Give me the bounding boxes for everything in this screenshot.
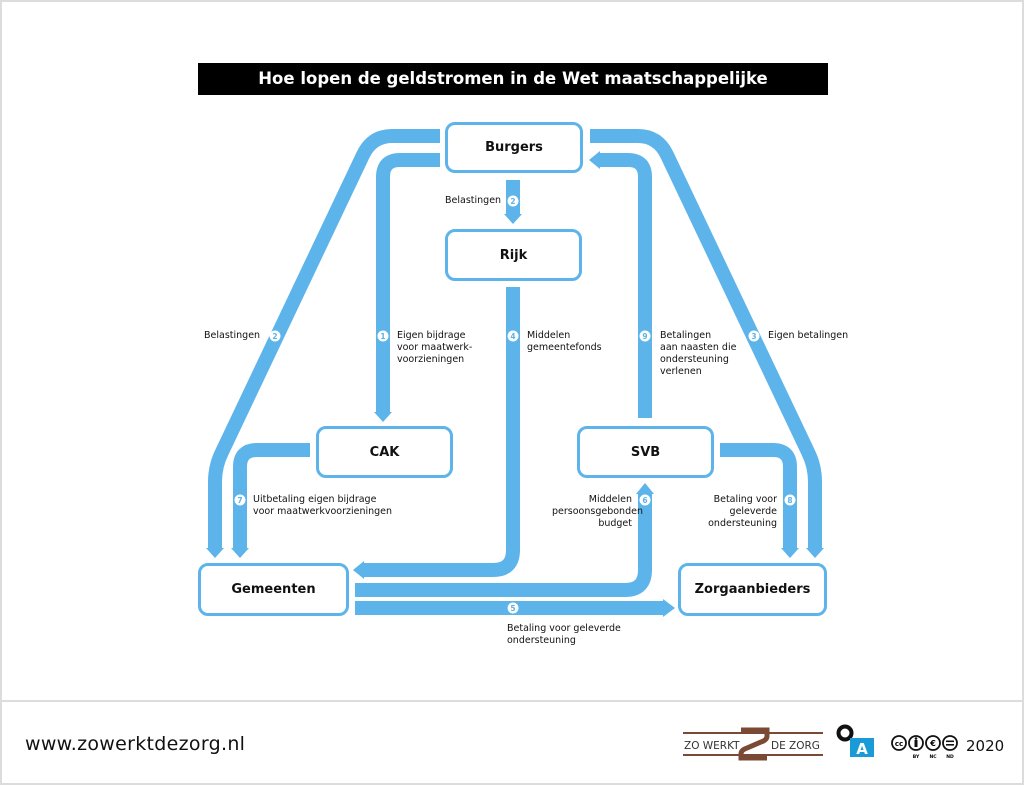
diagram-title: Hoe lopen de geldstromen in de Wet maats…	[198, 63, 828, 120]
badge-circle	[639, 494, 651, 506]
flow-1-burgers-cak	[376, 153, 440, 412]
flow-4-rijk-gemeenten	[364, 287, 520, 577]
cc-icon	[891, 735, 907, 751]
website-link[interactable]: www.zowerktdezorg.nl	[25, 733, 246, 755]
flow-6-gemeenten-svb	[355, 494, 652, 597]
node-rijk: Rijk	[445, 229, 582, 281]
arrowhead	[206, 548, 224, 558]
flow-9-svb-burgers	[600, 153, 652, 418]
arrowhead	[663, 599, 675, 617]
arrowhead	[781, 548, 799, 558]
nc-icon	[925, 735, 941, 751]
label-line: verlenen	[660, 366, 702, 377]
oa-logo: A	[836, 724, 874, 758]
label-line: Eigen bijdrage	[397, 330, 466, 341]
footer-divider	[2, 700, 1022, 702]
label-line: budget	[598, 518, 632, 529]
badge-number: 7	[237, 496, 242, 505]
badge-circle	[748, 330, 760, 342]
badge-number: 2	[510, 197, 515, 206]
label-line: persoonsgebonden	[552, 506, 643, 517]
node-zorgaanbieders: Zorgaanbieders	[678, 563, 827, 616]
label-line: ondersteuning	[507, 635, 576, 646]
cc-nd-label: ND	[946, 754, 954, 760]
label-line: Betalingen	[660, 330, 712, 341]
arrowhead	[636, 483, 654, 494]
flow-3-burgers-zorgaanbieders	[590, 129, 822, 548]
label-line: geleverde	[729, 506, 777, 517]
logo-text-right: DE ZORG	[771, 740, 820, 752]
badge-circle	[234, 494, 246, 506]
flow-2-burgers-gemeenten	[208, 129, 440, 548]
logo-text-left: ZO WERKT	[684, 740, 740, 752]
badge-circle	[507, 195, 519, 207]
oa-letter: A	[856, 740, 868, 758]
label-flow-3: Eigen betalingen	[768, 330, 849, 341]
node-gemeenten: Gemeenten	[198, 563, 349, 616]
badge-circle	[784, 494, 796, 506]
arrowhead	[806, 548, 824, 558]
label-line: ondersteuning	[708, 518, 777, 529]
year: 2020	[966, 737, 1005, 755]
badge-number: 1	[380, 332, 385, 341]
label-line: Middelen	[527, 330, 571, 341]
node-cak: CAK	[316, 426, 453, 478]
arrowhead	[589, 151, 600, 169]
label-line: aan naasten die	[660, 342, 737, 353]
flow-8-svb-zorgaanbieders	[720, 443, 797, 548]
badge-number: 5	[510, 604, 515, 613]
label-line: Uitbetaling eigen bijdrage	[253, 494, 377, 505]
nd-icon	[942, 735, 958, 751]
cc-by-label: BY	[913, 754, 920, 760]
badge-number: 2	[272, 332, 277, 341]
label-line: Middelen	[588, 494, 632, 505]
badge-number: 6	[642, 496, 647, 505]
label-flow-2-gemeenten: Belastingen	[204, 330, 261, 341]
cc-license-icons: cc € BY NC ND	[891, 735, 958, 760]
arrowhead	[231, 548, 249, 558]
label-line: Betaling voor geleverde	[507, 623, 621, 634]
badge-number: 8	[787, 496, 792, 505]
zowerktdezorg-logo: ZO WERKT DE ZORG	[683, 727, 823, 761]
label-line: ondersteuning	[660, 354, 729, 365]
flow-7-cak-gemeenten	[233, 443, 310, 548]
cc-nc-label: NC	[929, 754, 937, 760]
badge-number: 9	[642, 332, 647, 341]
badge-circle	[377, 330, 389, 342]
label-line: voor maatwerkvoorzieningen	[253, 506, 393, 517]
arrowhead	[374, 412, 392, 422]
arrowhead	[353, 561, 364, 579]
badge-circle	[639, 330, 651, 342]
svg-text:€: €	[929, 739, 936, 748]
label-line: voorzieningen	[397, 354, 465, 365]
label-line: Betaling voor	[713, 494, 777, 505]
badge-circle	[507, 330, 519, 342]
svg-text:cc: cc	[895, 740, 903, 748]
node-burgers: Burgers	[445, 122, 583, 173]
label-line: gemeentefonds	[527, 342, 602, 353]
badge-circle	[507, 602, 519, 614]
arrowhead	[504, 214, 522, 224]
badge-number: 3	[751, 332, 756, 341]
by-icon	[908, 735, 924, 751]
badge-number: 4	[510, 332, 515, 341]
badge-circle	[269, 330, 281, 342]
label-flow-2-rijk: Belastingen	[445, 195, 502, 206]
node-svb: SVB	[577, 426, 714, 478]
label-line: voor maatwerk-	[397, 342, 473, 353]
